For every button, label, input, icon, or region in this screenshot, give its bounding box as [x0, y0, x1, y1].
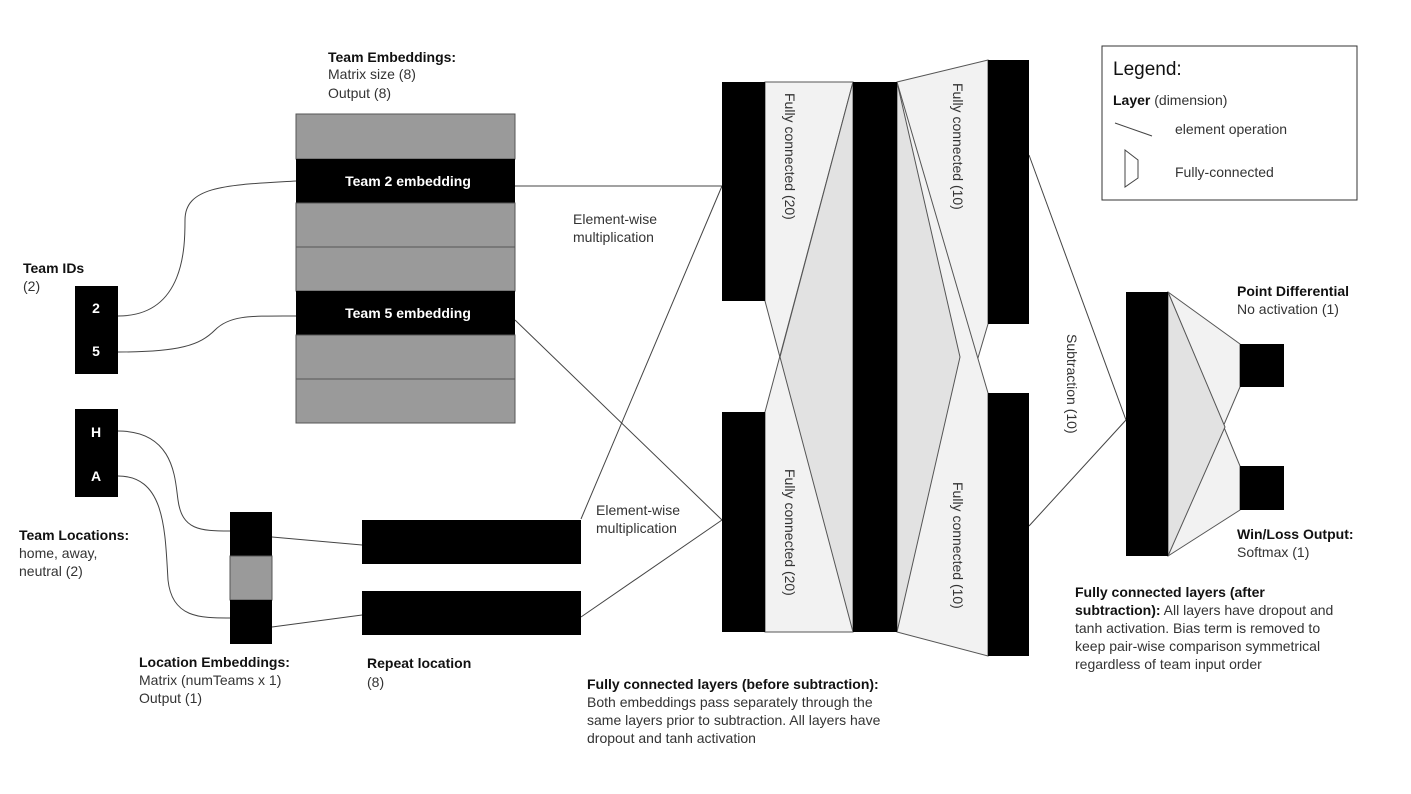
embedding-row: [295, 113, 516, 160]
connector-loc-repeat-top: [271, 536, 363, 546]
connector-sub-bottom: [1028, 419, 1127, 527]
legend-element-op: element operation: [1175, 121, 1287, 137]
legend-fc-icon: [1124, 148, 1139, 188]
connector-loc-repeat-bottom: [271, 614, 363, 628]
location-embeddings-line2: Output (1): [139, 690, 202, 706]
before-sub-title: Fully connected layers (before subtracti…: [587, 676, 879, 692]
point-differential-block: [1240, 344, 1284, 387]
location-embedding-row: [230, 600, 272, 644]
location-a: A: [91, 468, 101, 484]
repeat-location-bottom: [362, 591, 581, 635]
embedding-row-team5: [296, 291, 515, 335]
after-sub-title1: Fully connected layers (after: [1075, 584, 1265, 600]
team-embeddings-line2: Output (8): [328, 85, 391, 101]
legend-layer: Layer (dimension): [1113, 92, 1227, 108]
before-sub-line1: Both embeddings pass separately through …: [587, 694, 873, 710]
fc20-bottom-label: Fully connected (20): [782, 469, 798, 596]
connector-sub-top: [1028, 154, 1127, 421]
before-sub-line2: same layers prior to subtraction. All la…: [587, 712, 881, 728]
connector-a-location: [117, 475, 231, 619]
fc10-top-block: [988, 60, 1029, 324]
after-sub-line4: regardless of team input order: [1075, 656, 1262, 672]
after-sub-title2: subtraction):: [1075, 602, 1161, 618]
after-sub-line1: subtraction): All layers have dropout an…: [1075, 602, 1333, 618]
subtraction-block: [1126, 292, 1168, 556]
connector-repeat-top-fc: [580, 185, 723, 520]
legend-box: [1101, 45, 1358, 201]
point-differential-sub: No activation (1): [1237, 301, 1339, 317]
team-locations-line2: neutral (2): [19, 563, 83, 579]
fc10-top-label: Fully connected (10): [950, 83, 966, 210]
team5-embedding-label: Team 5 embedding: [345, 305, 471, 321]
connector-repeat-bottom-fc: [580, 519, 723, 618]
winloss-block: [1240, 466, 1284, 510]
team2-embedding-label: Team 2 embedding: [345, 173, 471, 189]
legend: Legend: Layer (dimension) element operat…: [1101, 45, 1358, 201]
connector-id2-embedding: [117, 180, 297, 317]
team-locations-block: [75, 409, 118, 497]
after-sub-line3: keep pair-wise comparison symmetrical: [1075, 638, 1320, 654]
legend-layer-rest: (dimension): [1150, 92, 1227, 108]
embedding-row: [295, 246, 516, 292]
point-differential-title: Point Differential: [1237, 283, 1349, 299]
legend-title: Legend:: [1113, 59, 1182, 80]
after-sub-line1-rest: All layers have dropout and: [1161, 602, 1334, 618]
location-embedding-row: [229, 555, 273, 601]
elementwise-top-line1: Element-wise: [573, 211, 657, 227]
connector-id5-embedding: [117, 315, 297, 353]
team-id-2: 5: [92, 343, 100, 359]
team-id-1: 2: [92, 300, 100, 316]
legend-fully-connected: Fully-connected: [1175, 164, 1274, 180]
winloss-sub: Softmax (1): [1237, 544, 1309, 560]
repeat-location-sub: (8): [367, 674, 384, 690]
connector-h-location: [117, 430, 231, 532]
team-embeddings-line1: Matrix size (8): [328, 66, 416, 82]
location-embedding-row: [230, 512, 272, 556]
embedding-row: [295, 202, 516, 248]
team-locations-line1: home, away,: [19, 545, 97, 561]
embedding-row: [295, 334, 516, 380]
team-ids-title: Team IDs: [23, 260, 84, 276]
fc-input-bottom-block: [722, 412, 765, 632]
fc-input-top-block: [722, 82, 765, 301]
location-embeddings-line1: Matrix (numTeams x 1): [139, 672, 281, 688]
elementwise-bottom-line2: multiplication: [596, 520, 677, 536]
location-embeddings-title: Location Embeddings:: [139, 654, 290, 670]
fc20-shared-block: [853, 82, 897, 632]
fc10-bottom-label: Fully connected (10): [950, 482, 966, 609]
location-h: H: [91, 424, 101, 440]
team-ids-block: [75, 286, 118, 374]
team-ids-sub: (2): [23, 278, 40, 294]
fc10-bottom-block: [988, 393, 1029, 656]
team-embedding-matrix: Team 2 embedding Team 5 embedding: [295, 113, 516, 424]
legend-element-op-line: [1114, 122, 1153, 137]
subtraction-label: Subtraction (10): [1064, 334, 1080, 434]
connector-lines: [117, 154, 1127, 628]
winloss-title: Win/Loss Output:: [1237, 526, 1354, 542]
repeat-location-top: [362, 520, 581, 564]
before-sub-line3: dropout and tanh activation: [587, 730, 756, 746]
team-locations-title: Team Locations:: [19, 527, 129, 543]
connector-team5-fc: [514, 319, 723, 521]
embedding-row-team2: [296, 159, 515, 203]
team-embeddings-title: Team Embeddings:: [328, 49, 456, 65]
elementwise-top-line2: multiplication: [573, 229, 654, 245]
after-sub-line2: tanh activation. Bias term is removed to: [1075, 620, 1320, 636]
legend-layer-bold: Layer: [1113, 92, 1151, 108]
fc20-top-label: Fully connected (20): [782, 93, 798, 220]
elementwise-bottom-line1: Element-wise: [596, 502, 680, 518]
repeat-location-title: Repeat location: [367, 655, 471, 671]
embedding-row: [295, 378, 516, 424]
